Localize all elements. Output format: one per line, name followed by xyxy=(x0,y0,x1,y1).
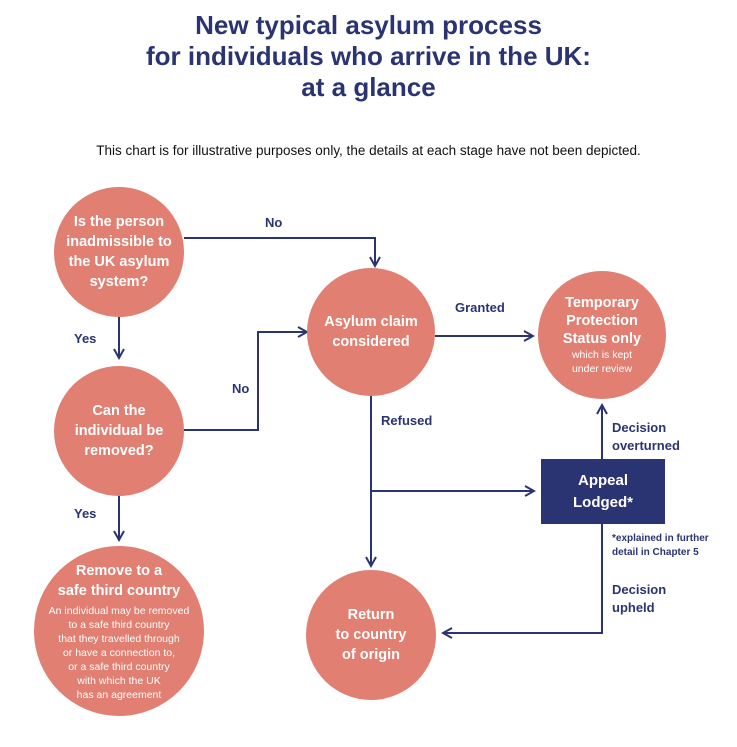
node-temporary-title-2: Protection xyxy=(566,313,638,329)
node-appeal-line-2: Lodged* xyxy=(573,493,633,511)
node-return: Return to country of origin xyxy=(306,570,436,700)
node-inadmissible-line-3: the UK asylum xyxy=(68,254,170,270)
node-inadmissible-line-4: system? xyxy=(89,274,149,290)
node-third-country-detail-1: An individual may be removed xyxy=(48,604,190,617)
label-decision-overturned: Decision overturned xyxy=(612,419,680,455)
label-yes-2: Yes xyxy=(74,506,97,521)
node-temporary-title-1: Temporary xyxy=(565,295,639,311)
label-granted: Granted xyxy=(455,300,505,315)
node-third-country-detail-6: with which the UK xyxy=(77,674,161,687)
node-third-country-detail-7: has an agreement xyxy=(76,688,162,701)
label-upheld-line-2: upheld xyxy=(612,600,655,615)
title-line-2: for individuals who arrive in the UK: xyxy=(146,41,591,71)
node-claim: Asylum claim considered xyxy=(307,268,435,396)
node-return-line-1: Return xyxy=(347,607,395,623)
node-return-line-2: to country xyxy=(335,627,407,643)
connector-upheld xyxy=(443,524,603,633)
node-removed-line-3: removed? xyxy=(84,443,154,459)
footnote-line-2: detail in Chapter 5 xyxy=(612,547,699,558)
page-title: New typical asylum process for individua… xyxy=(0,10,737,103)
node-third-country-detail-4: or have a connection to, xyxy=(62,646,176,659)
label-decision-upheld: Decision upheld xyxy=(612,581,666,617)
node-removed: Can the individual be removed? xyxy=(54,366,184,496)
connector-no-to-claim xyxy=(184,237,375,266)
node-inadmissible: Is the person inadmissible to the UK asy… xyxy=(54,187,184,317)
node-inadmissible-line-2: inadmissible to xyxy=(66,234,172,250)
connector-no-to-claim-2 xyxy=(184,332,307,431)
node-third-country-title-2: safe third country xyxy=(57,582,181,599)
node-third-country-detail-5: or a safe third country xyxy=(68,660,170,673)
node-third-country-detail-2: to a safe third country xyxy=(68,618,170,631)
node-removed-line-1: Can the xyxy=(92,403,146,419)
node-appeal-line-1: Appeal xyxy=(577,471,628,489)
node-appeal-lodged: Appeal Lodged* xyxy=(541,459,665,524)
node-third-country-title-1: Remove to a xyxy=(75,562,163,579)
disclaimer-text: This chart is for illustrative purposes … xyxy=(96,143,641,158)
label-no-mid: No xyxy=(232,381,250,396)
node-temporary-protection: Temporary Protection Status only which i… xyxy=(538,271,666,399)
label-no-top: No xyxy=(265,215,283,230)
node-temporary-detail-2: under review xyxy=(571,363,633,375)
node-temporary-title-3: Status only xyxy=(562,331,642,347)
node-claim-line-1: Asylum claim xyxy=(324,314,418,330)
title-line-1: New typical asylum process xyxy=(195,10,542,40)
node-third-country: Remove to a safe third country An indivi… xyxy=(34,546,204,716)
label-yes-1: Yes xyxy=(74,331,97,346)
title-line-3: at a glance xyxy=(301,72,436,102)
node-removed-line-2: individual be xyxy=(74,423,164,439)
label-overturned-line-2: overturned xyxy=(612,438,680,453)
label-refused: Refused xyxy=(381,413,433,428)
node-claim-line-2: considered xyxy=(332,334,410,350)
footnote: *explained in further detail in Chapter … xyxy=(612,532,709,560)
label-overturned-line-1: Decision xyxy=(612,420,667,435)
label-upheld-line-1: Decision xyxy=(612,582,667,597)
node-third-country-detail-3: that they travelled through xyxy=(58,632,180,645)
node-temporary-detail-1: which is kept xyxy=(571,349,633,361)
footnote-line-1: *explained in further xyxy=(612,533,709,544)
node-return-line-3: of origin xyxy=(342,647,400,663)
node-inadmissible-line-1: Is the person xyxy=(73,214,165,230)
